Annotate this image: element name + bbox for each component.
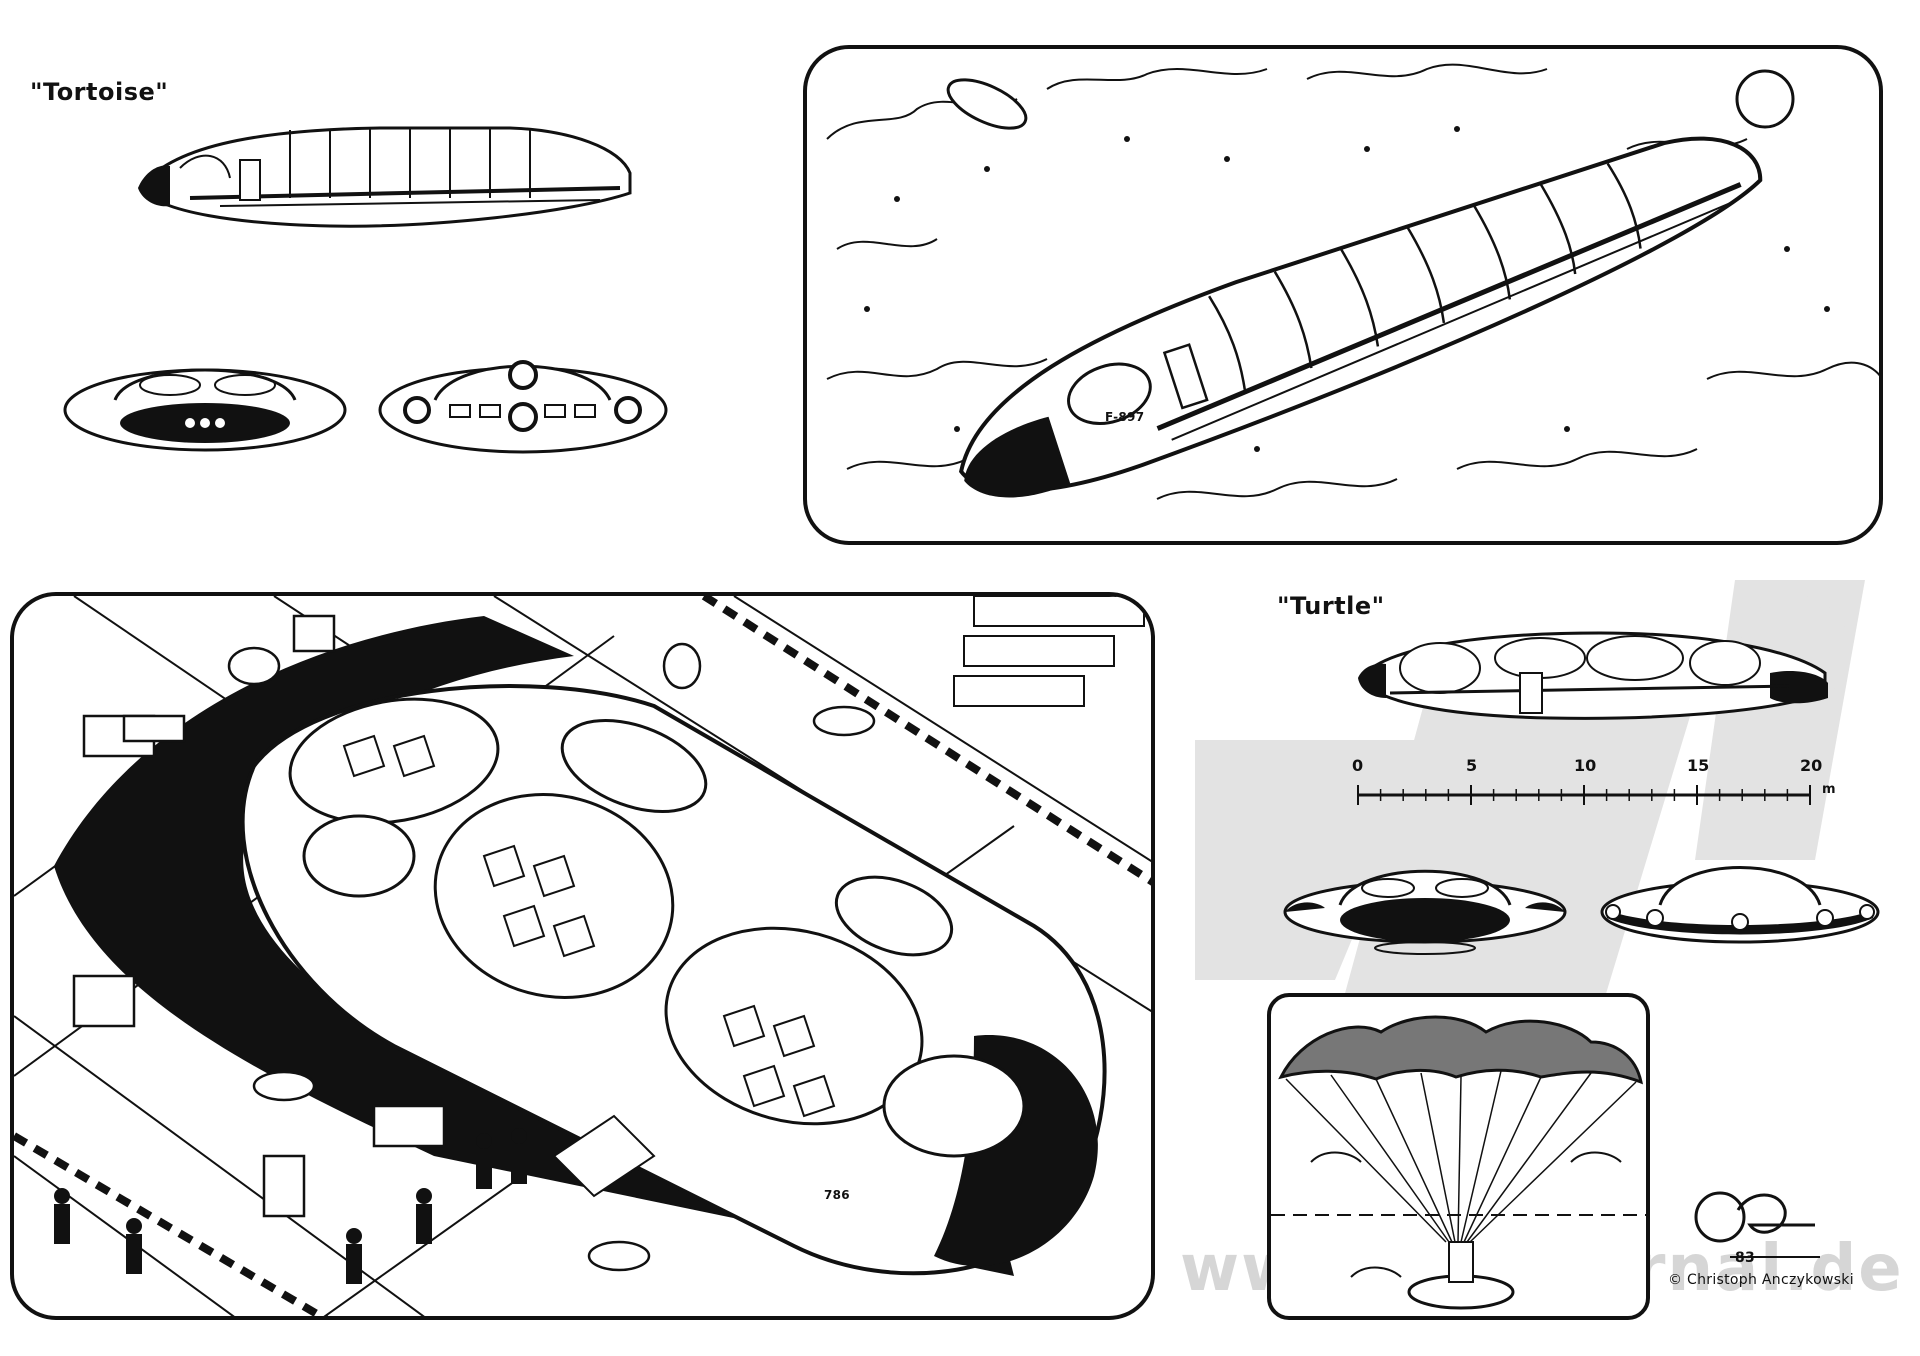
scale-tick-20: 20 — [1800, 756, 1823, 775]
copyright-credit: © Christoph Anczykowski — [1668, 1272, 1854, 1288]
signature-year: 83 — [1735, 1250, 1756, 1266]
scale-unit: m — [1822, 782, 1836, 797]
turtle-label: "Turtle" — [1277, 592, 1385, 620]
hangar-cutaway-panel — [10, 592, 1155, 1320]
tortoise-side-view — [130, 118, 635, 233]
scale-tick-5: 5 — [1466, 756, 1478, 775]
scale-bar — [1355, 755, 1835, 815]
turtle-rear-view — [1595, 850, 1885, 960]
flight-scene-panel — [803, 45, 1883, 545]
tortoise-front-view — [60, 345, 350, 465]
signature-logo — [1690, 1185, 1830, 1265]
ship-marking-hangar: 786 — [824, 1188, 850, 1202]
scale-tick-0: 0 — [1352, 756, 1364, 775]
tortoise-rear-view — [375, 345, 670, 465]
parachute-landing — [1267, 993, 1650, 1320]
scale-tick-15: 15 — [1687, 756, 1710, 775]
scale-tick-10: 10 — [1574, 756, 1597, 775]
tortoise-label: "Tortoise" — [30, 78, 169, 106]
watermark-logo — [1175, 560, 1875, 1080]
turtle-front-view — [1280, 850, 1570, 960]
turtle-side-view — [1350, 628, 1830, 723]
ship-marking-flight: F-897 — [1105, 410, 1145, 424]
